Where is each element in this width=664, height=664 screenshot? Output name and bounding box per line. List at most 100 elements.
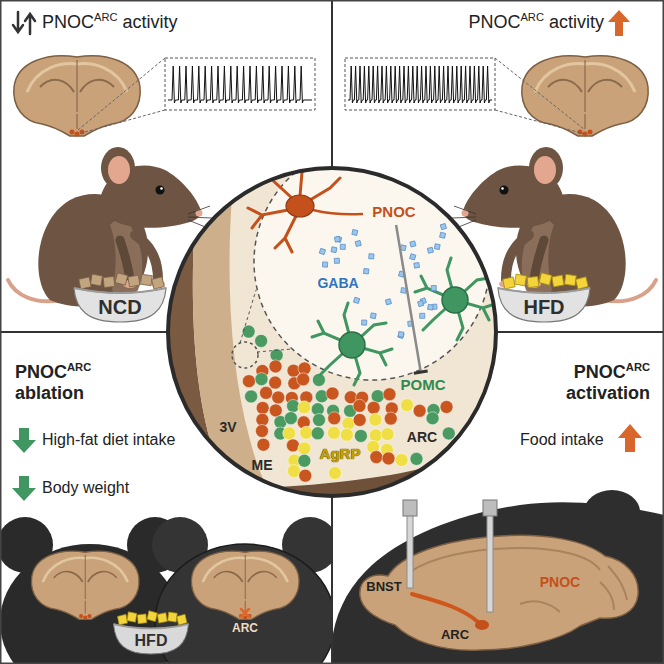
food-bowl: HFD: [496, 272, 592, 322]
cell-dots: [400, 399, 413, 412]
bowl-shape: [118, 614, 128, 625]
activity-arrows: [25, 14, 35, 34]
region-label: ARC: [232, 622, 258, 635]
bowl-shape: [498, 288, 590, 322]
cell-dots: [367, 401, 380, 414]
mouse-silhouette: [0, 544, 180, 664]
diet-label: HFD: [523, 296, 564, 318]
gaba-vesicles: [334, 258, 339, 263]
cell-type-label: AgRP: [320, 446, 361, 463]
inset-leader: [495, 58, 585, 130]
cell-dots: [371, 390, 384, 403]
bowl-shape: [90, 274, 102, 286]
cell-dots: [383, 388, 396, 401]
cell-dots: [311, 427, 324, 440]
sagittal-brain: [600, 566, 627, 610]
cell-dots: [256, 401, 269, 414]
optic-fiber: [487, 512, 493, 612]
cell-dots: [298, 442, 311, 455]
cell-dots: [297, 373, 310, 386]
gaba-vesicles: [434, 244, 440, 250]
cell-dots: [269, 376, 282, 389]
gaba-vesicles: [370, 313, 376, 319]
cell-dots: [245, 390, 258, 403]
heading-text: PNOC: [574, 362, 626, 382]
gaba-vesicles: [340, 244, 345, 249]
cell-dots: [327, 426, 340, 439]
cell-dots: [426, 412, 439, 425]
bowl-shape: [565, 274, 577, 285]
bowl-shape: [114, 624, 189, 654]
bowl-shape: [127, 612, 137, 622]
heading-superscript: ARC: [67, 361, 91, 373]
gaba-vesicles: [363, 268, 369, 274]
spike-trace: [168, 66, 312, 103]
cell-dots: [353, 399, 366, 412]
cell-dots: [242, 325, 255, 338]
inset-leader: [78, 58, 165, 130]
inset-leader: [495, 58, 585, 134]
bowl-shape: [503, 277, 515, 289]
inset-leader: [78, 58, 165, 134]
cell-dots: [283, 427, 296, 440]
pnoc-neuron: [248, 160, 362, 252]
arcuate-tissue: [193, 160, 275, 500]
cell-dots: [300, 426, 313, 439]
optic-fiber: [403, 500, 417, 516]
cell-dots: [354, 429, 367, 442]
gaba-vesicles: [398, 332, 404, 338]
cell-dots: [269, 360, 282, 373]
bowl-shape: [74, 288, 166, 322]
bowl-shape: [576, 277, 589, 289]
neuron-name: PNOC: [372, 204, 416, 221]
cell-dots: [340, 428, 353, 441]
sagittal-brain: [360, 535, 638, 650]
bowl-shape: [539, 273, 552, 285]
bowl-shape: [552, 275, 564, 287]
cell-dots: [284, 412, 297, 425]
cell-dots: [255, 334, 268, 347]
cell-dots: [353, 413, 366, 426]
region-label: BNST: [366, 580, 401, 594]
bowl-shape: [157, 613, 167, 623]
pnoc-neuron: [286, 195, 314, 217]
region-label: ARC: [407, 430, 437, 445]
heading: PNOCARCactivity: [468, 12, 604, 33]
gaba-vesicles: [398, 332, 404, 338]
gaba-vesicles: [410, 241, 416, 247]
bowl-shape: [177, 614, 187, 625]
inset-leader: [495, 110, 585, 134]
gaba-vesicles: [414, 262, 420, 268]
bowl-shape: [74, 288, 166, 293]
cell-dots: [382, 452, 395, 465]
trace-box: [345, 58, 495, 110]
ablation-mark: [241, 609, 249, 617]
zoom-leader: [240, 290, 256, 343]
trace-box: [165, 58, 315, 110]
cell-dots: [299, 469, 312, 482]
cell-dots: [381, 428, 394, 441]
optic-fiber: [403, 500, 497, 612]
pnoc-cells: [475, 620, 489, 630]
gaba-vesicles: [385, 299, 391, 305]
arcuate-tissue: [160, 144, 504, 504]
cell-dots: [313, 414, 326, 427]
mouse-silhouette: [584, 490, 640, 534]
cell-dots: [260, 386, 273, 399]
cell-dots: [369, 429, 382, 442]
cell-dots: [257, 438, 270, 451]
magnifier-ring: [168, 168, 496, 496]
gaba-vesicles: [319, 248, 325, 254]
brain-section: [192, 551, 299, 620]
diet-label: HFD: [135, 632, 168, 650]
heading-superscript: ARC: [626, 361, 650, 373]
cell-dots: [328, 466, 341, 479]
effect-label: Food intake: [520, 431, 604, 449]
cell-dots: [328, 412, 341, 425]
bowl-shape: [168, 612, 178, 622]
cell-dots: [442, 427, 455, 440]
